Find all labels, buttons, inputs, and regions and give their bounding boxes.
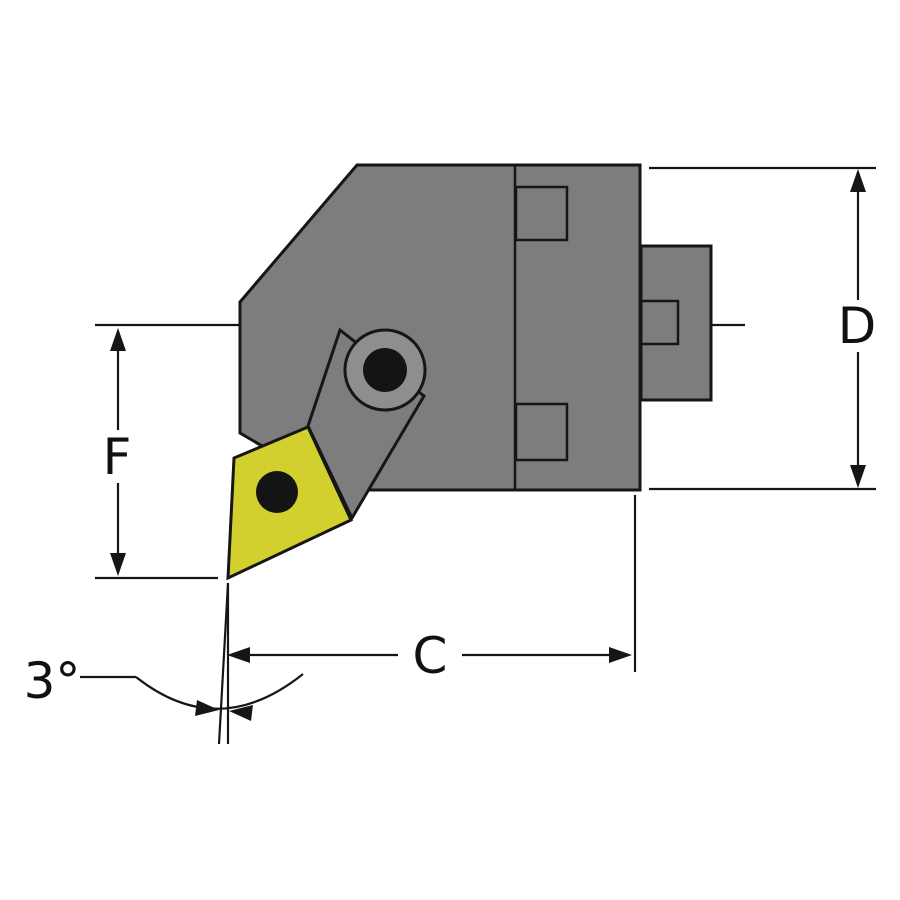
insert-screw-hole: [256, 471, 298, 513]
arrow-right-icon: [195, 700, 219, 716]
arrow-up-icon: [110, 328, 126, 351]
shank-block: [639, 244, 713, 402]
arrow-down-icon: [110, 553, 126, 576]
arrow-left-icon: [227, 647, 250, 663]
angle-arc: [135, 673, 304, 710]
dimension-d: D: [649, 166, 877, 491]
dimension-d-label: D: [838, 297, 877, 355]
angle-label: 3°: [24, 652, 81, 710]
dimension-c: C: [227, 495, 637, 685]
body-pocket-bottom: [514, 402, 569, 462]
dimension-f-label: F: [103, 428, 132, 486]
dimension-c-label: C: [413, 627, 448, 685]
clamp-screw-head: [363, 348, 407, 392]
angle-annotation: 3°: [24, 582, 304, 745]
arrow-down-icon: [850, 465, 866, 488]
dimension-f: F: [95, 328, 218, 580]
arrow-left-icon: [229, 705, 253, 721]
arrow-up-icon: [850, 169, 866, 192]
shank-notch: [639, 299, 680, 346]
angle-tilted-line: [217, 582, 230, 745]
body-pocket-top: [514, 185, 569, 242]
arrow-right-icon: [609, 647, 632, 663]
